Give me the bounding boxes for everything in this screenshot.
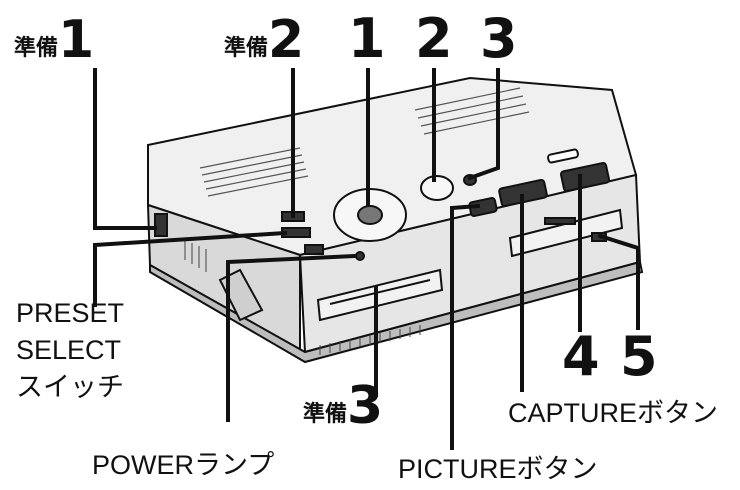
callout-number-5: 5 — [620, 325, 658, 388]
round-button — [420, 175, 454, 201]
callout-prep-3-num: 3 — [347, 376, 383, 436]
vent-grille-front — [319, 325, 421, 355]
leader-n3 — [467, 68, 500, 181]
printer-base — [149, 260, 644, 364]
power-lamp-label: POWERランプ — [92, 450, 275, 480]
callout-prep-2: 準備 2 — [224, 10, 304, 70]
control-dial-center — [357, 205, 383, 225]
callout-prep-3-word: 準備 — [303, 402, 348, 427]
leader-power — [226, 253, 358, 422]
leader-n5 — [597, 233, 640, 330]
indicator-slot — [547, 148, 579, 164]
capture-button-label: CAPTUREボタン — [508, 398, 719, 428]
picture-button-shape — [468, 197, 498, 217]
top-right-button-shape — [559, 161, 611, 193]
callout-number-1: 1 — [348, 7, 386, 70]
side-connector — [154, 213, 168, 237]
vent-grille-side — [184, 240, 207, 272]
switch-small — [304, 244, 324, 255]
printer-device — [146, 76, 644, 364]
callout-prep-3: 準備 3 — [303, 376, 383, 436]
callout-prep-2-num: 2 — [268, 10, 304, 70]
preset-select-label-line1: PRESET — [16, 298, 125, 328]
callout-prep-1: 準備 1 — [14, 10, 94, 70]
preset-select-label-line3: スイッチ — [16, 372, 124, 402]
slot-button — [544, 217, 576, 225]
card-slot-left — [316, 268, 444, 322]
card-slot-right — [508, 208, 624, 258]
leader-prep1 — [93, 68, 157, 230]
leader-picture — [450, 203, 481, 450]
preset-select-label-line2: SELECT — [16, 335, 122, 365]
power-lamp-dot — [355, 251, 365, 261]
callout-prep-2-word: 準備 — [224, 36, 269, 61]
callout-number-3: 3 — [480, 7, 518, 70]
leader-preset — [93, 230, 288, 307]
callout-prep-1-num: 1 — [58, 10, 94, 70]
callout-number-4: 4 — [562, 325, 600, 388]
capture-button-shape — [498, 178, 548, 208]
callout-prep-1-word: 準備 — [14, 36, 59, 61]
leader-lines — [93, 68, 640, 450]
picture-button-label: PICTUREボタン — [398, 454, 598, 484]
callout-number-2: 2 — [415, 7, 453, 70]
cable-plug — [218, 268, 264, 322]
